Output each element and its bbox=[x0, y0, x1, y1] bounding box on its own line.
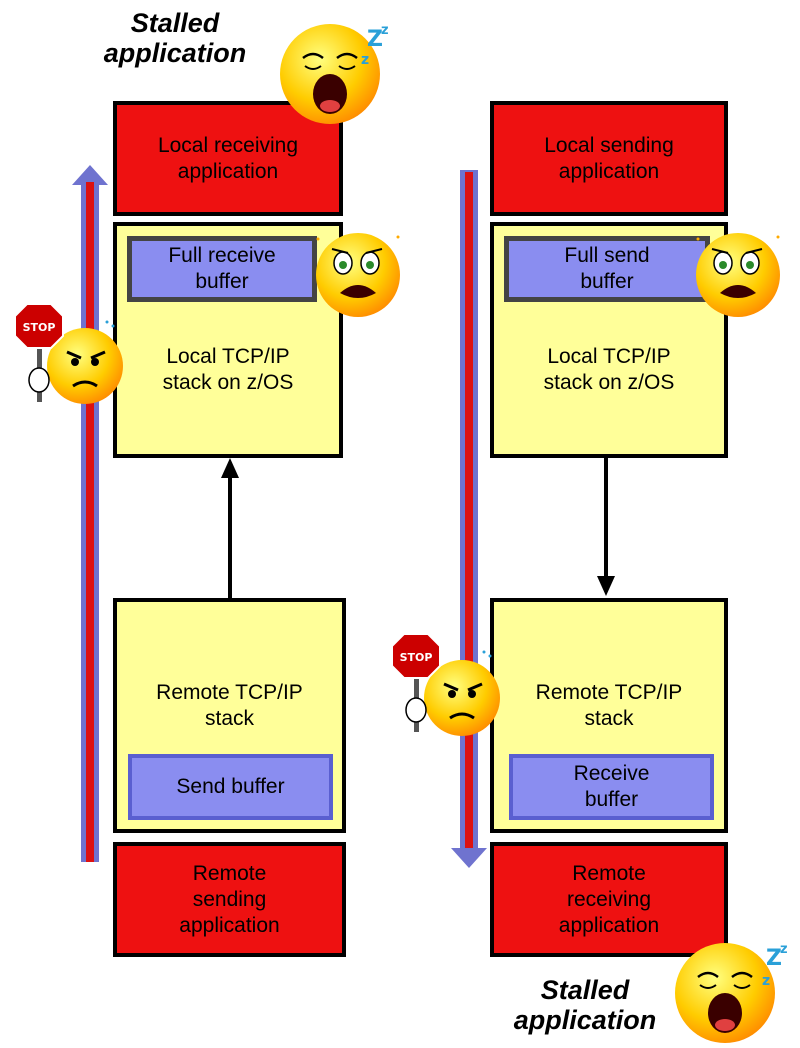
left-remote-app: Remote sending application bbox=[113, 842, 346, 957]
left-upward-flow-arrow bbox=[72, 165, 108, 862]
left-stalled-caption: Stalled application bbox=[103, 8, 247, 68]
right-full-send-buffer-label: Full send buffer bbox=[564, 244, 650, 293]
left-full-receive-buffer-label: Full receive buffer bbox=[168, 244, 276, 293]
right-remote-app-label: Remote receiving application bbox=[558, 861, 660, 937]
right-stalled-caption: Stalled application bbox=[513, 975, 657, 1035]
right-remote-app: Remote receiving application bbox=[490, 842, 728, 957]
left-data-arrow-up bbox=[221, 458, 239, 598]
left-remote-stack: Remote TCP/IP stack Send buffer bbox=[113, 598, 346, 833]
sleeping-face-icon-bottom: Z z z bbox=[675, 942, 788, 1043]
stop-sign-angry-face-icon-left: STOP bbox=[15, 303, 123, 404]
svg-text:z: z bbox=[780, 942, 788, 957]
left-local-app-label: Local receiving application bbox=[157, 133, 299, 183]
stop-sign-angry-face-icon-right: STOP bbox=[392, 633, 500, 736]
left-local-app: Local receiving application bbox=[113, 101, 343, 216]
shocked-face-icon-right bbox=[696, 233, 780, 317]
stop-sign-text-right: STOP bbox=[400, 651, 433, 664]
svg-text:Z: Z bbox=[367, 27, 383, 52]
right-receive-buffer: Receive buffer bbox=[509, 754, 714, 820]
svg-text:z: z bbox=[762, 973, 770, 989]
right-local-stack: Full send buffer Local TCP/IP stack on z… bbox=[490, 222, 728, 458]
right-remote-stack: Remote TCP/IP stack Receive buffer bbox=[490, 598, 728, 833]
left-local-stack: Full receive buffer Local TCP/IP stack o… bbox=[113, 222, 343, 458]
right-downward-flow-arrow bbox=[451, 170, 487, 868]
right-local-app: Local sending application bbox=[490, 101, 728, 216]
left-send-buffer: Send buffer bbox=[128, 754, 333, 820]
shocked-face-icon-left bbox=[316, 233, 400, 317]
left-send-buffer-label: Send buffer bbox=[176, 775, 285, 798]
right-full-send-buffer: Full send buffer bbox=[504, 236, 710, 302]
right-local-stack-label: Local TCP/IP stack on z/OS bbox=[543, 345, 675, 394]
left-local-stack-label: Local TCP/IP stack on z/OS bbox=[162, 345, 294, 394]
stop-sign-text-left: STOP bbox=[23, 321, 56, 334]
svg-text:z: z bbox=[361, 52, 369, 68]
right-remote-stack-label: Remote TCP/IP stack bbox=[535, 681, 683, 730]
left-remote-stack-label: Remote TCP/IP stack bbox=[156, 681, 303, 730]
right-receive-buffer-label: Receive buffer bbox=[573, 762, 650, 811]
sleeping-face-icon: Z z z bbox=[280, 23, 389, 124]
svg-text:z: z bbox=[381, 23, 389, 38]
svg-text:Z: Z bbox=[766, 946, 782, 971]
right-local-app-label: Local sending application bbox=[544, 133, 674, 183]
left-remote-app-label: Remote sending application bbox=[179, 861, 280, 937]
left-full-receive-buffer: Full receive buffer bbox=[127, 236, 317, 302]
right-data-arrow-down bbox=[597, 458, 615, 596]
